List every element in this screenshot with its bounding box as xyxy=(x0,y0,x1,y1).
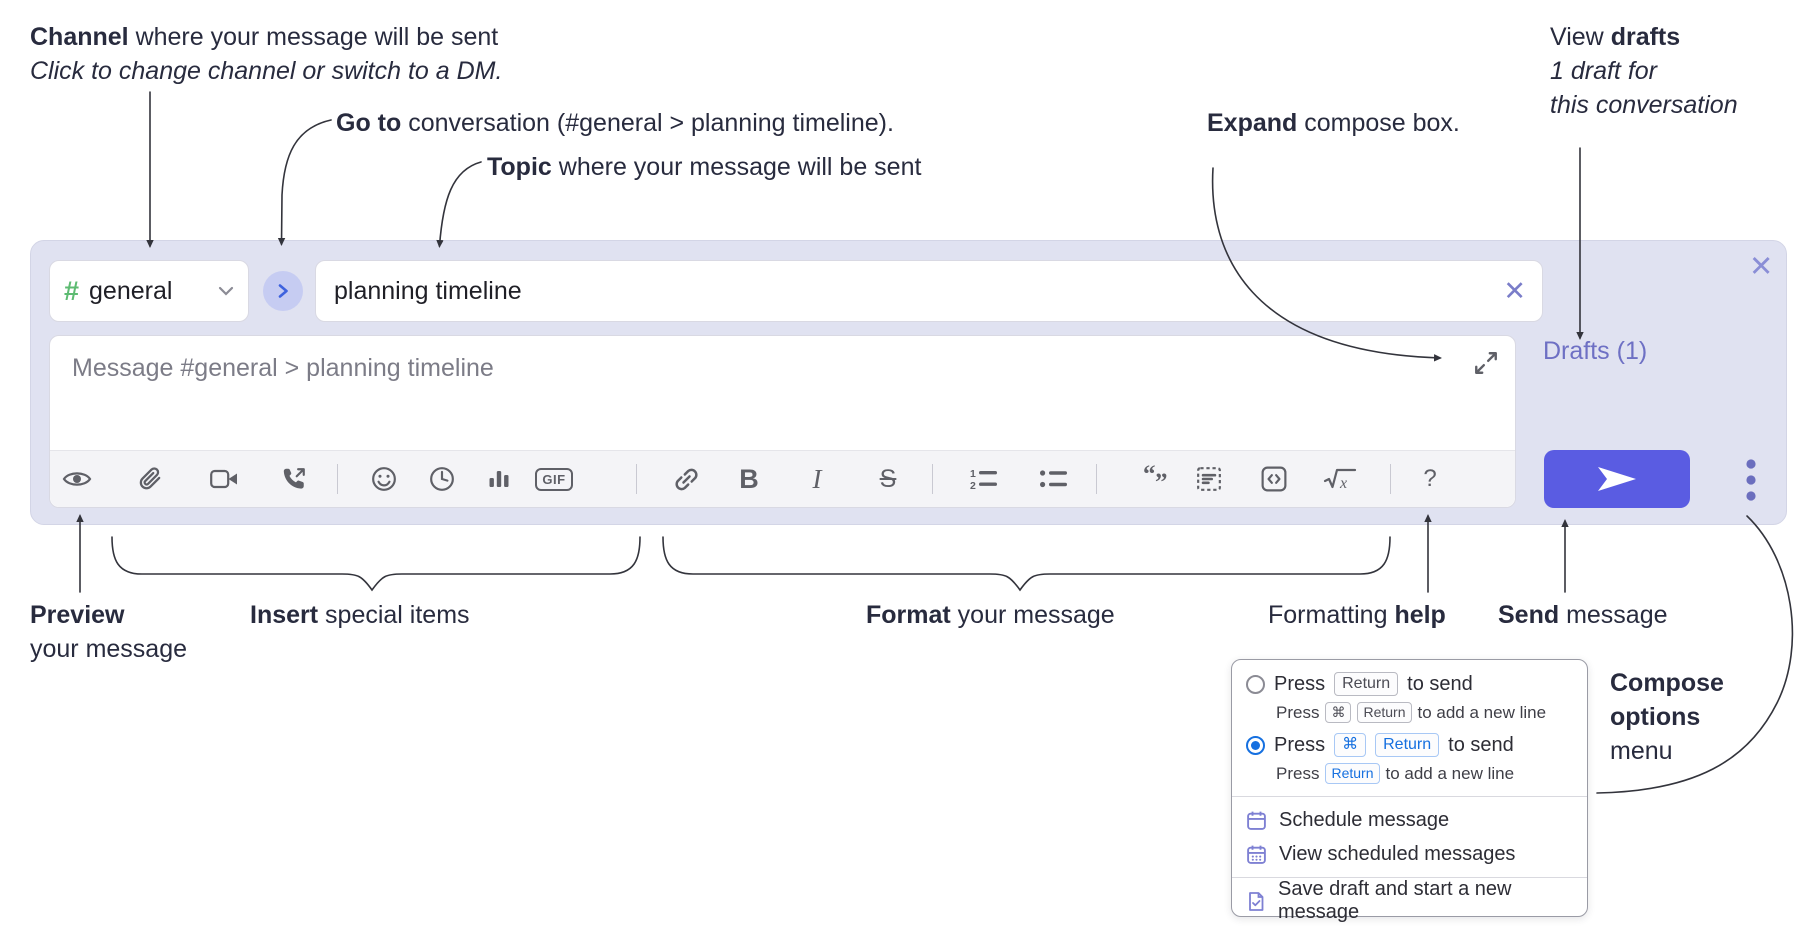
expand-annotation: Expand compose box. xyxy=(1207,109,1460,137)
menu-item-view-scheduled-messages[interactable]: View scheduled messages xyxy=(1232,837,1587,871)
topic-annotation: Topic where your message will be sent xyxy=(487,153,922,181)
channel-hash-icon: # xyxy=(64,275,80,306)
channel-selector[interactable]: # general xyxy=(49,260,249,322)
link-icon[interactable] xyxy=(664,459,708,499)
message-panel: GIF B I S 12 “” x ? xyxy=(49,335,1516,508)
emoji-icon[interactable] xyxy=(362,459,406,499)
menu-divider xyxy=(1232,796,1587,797)
menu-option-return-sub: Press ⌘ Return to add a new line xyxy=(1276,702,1547,723)
menu-item-save-draft[interactable]: Save draft and start a new message xyxy=(1232,878,1587,923)
compose-options-annotation: Compose options menu xyxy=(1610,669,1724,765)
svg-text:”: ” xyxy=(1155,469,1168,496)
compose-options-menu: Press Return to send Press ⌘ Return to a… xyxy=(1231,659,1588,923)
message-input[interactable] xyxy=(56,342,1468,466)
close-compose-icon[interactable]: ✕ xyxy=(1749,251,1774,283)
cmd-key: ⌘ xyxy=(1334,733,1367,757)
expand-compose-icon[interactable] xyxy=(1473,350,1499,381)
svg-text:2: 2 xyxy=(970,480,976,492)
return-key: Return xyxy=(1325,763,1380,784)
menu-option-cmd-return-to-send[interactable]: Press ⌘ Return to send xyxy=(1232,729,1587,761)
draft-document-icon xyxy=(1246,891,1266,912)
menu-option-return-to-send[interactable]: Press Return to send xyxy=(1232,668,1587,700)
send-button[interactable] xyxy=(1544,450,1690,508)
radio-unselected[interactable] xyxy=(1246,674,1265,694)
audio-call-icon[interactable] xyxy=(272,459,316,499)
radio-selected[interactable] xyxy=(1246,735,1265,755)
video-icon[interactable] xyxy=(202,459,246,499)
cmd-key: ⌘ xyxy=(1325,702,1352,723)
svg-text:1: 1 xyxy=(970,468,976,480)
calendar-grid-icon xyxy=(1246,844,1267,865)
blockquote-icon[interactable]: “” xyxy=(1135,459,1179,499)
menu-option-cmd-return-sub: Press Return to add a new line xyxy=(1276,763,1515,784)
strikethrough-icon[interactable]: S xyxy=(866,459,910,499)
help-icon[interactable]: ? xyxy=(1408,459,1452,499)
preview-annotation: Preview your message xyxy=(30,601,188,663)
connector-goto xyxy=(277,119,332,246)
toolbar-divider xyxy=(337,464,338,494)
attach-paperclip-icon[interactable] xyxy=(128,459,172,499)
view-drafts-annotation: View drafts 1 draft for this conversatio… xyxy=(1550,23,1738,119)
go-to-conversation-button[interactable] xyxy=(263,271,303,311)
recent-clock-icon[interactable] xyxy=(420,459,464,499)
send-annotation: Send message xyxy=(1498,601,1668,629)
goto-annotation: Go to conversation (#general > planning … xyxy=(336,109,894,137)
return-key: Return xyxy=(1375,733,1440,757)
chevron-right-icon xyxy=(278,284,288,298)
calendar-icon xyxy=(1246,810,1267,831)
channel-name: general xyxy=(89,276,173,305)
preview-icon[interactable] xyxy=(55,459,99,499)
toolbar-divider xyxy=(636,464,637,494)
compose-options-button[interactable] xyxy=(1731,457,1771,503)
topic-input[interactable] xyxy=(316,276,1488,306)
brace-format xyxy=(662,536,1391,592)
topic-field: ✕ xyxy=(315,260,1543,322)
toolbar-divider xyxy=(932,464,933,494)
gif-icon[interactable]: GIF xyxy=(532,459,576,499)
insert-annotation: Insert special items xyxy=(250,601,470,629)
brace-insert xyxy=(111,536,641,592)
inline-code-icon[interactable] xyxy=(1252,459,1296,499)
return-key: Return xyxy=(1334,672,1399,696)
toolbar-divider xyxy=(1390,464,1391,494)
format-annotation: Format your message xyxy=(866,601,1115,629)
bold-icon[interactable]: B xyxy=(727,459,771,499)
menu-divider xyxy=(1232,877,1587,878)
connector-topic xyxy=(436,161,482,248)
send-icon xyxy=(1598,467,1636,491)
channel-annotation: Channel where your message will be sent … xyxy=(30,23,503,85)
svg-text:x: x xyxy=(1339,475,1347,492)
code-block-icon[interactable] xyxy=(1187,459,1231,499)
poll-chart-icon[interactable] xyxy=(477,459,521,499)
kebab-menu-icon xyxy=(1746,459,1756,501)
svg-text:“: “ xyxy=(1143,461,1156,488)
compose-box: # general ✕ ✕ Drafts (1) xyxy=(30,240,1787,525)
formatting-help-annotation: Formatting help xyxy=(1268,601,1446,629)
toolbar-divider xyxy=(1096,464,1097,494)
formula-icon[interactable]: x xyxy=(1318,459,1362,499)
bulleted-list-icon[interactable] xyxy=(1032,459,1076,499)
return-key: Return xyxy=(1357,702,1412,723)
clear-topic-icon[interactable]: ✕ xyxy=(1503,275,1526,306)
menu-item-schedule-message[interactable]: Schedule message xyxy=(1232,803,1587,837)
italic-icon[interactable]: I xyxy=(795,459,839,499)
drafts-link[interactable]: Drafts (1) xyxy=(1543,337,1648,365)
chevron-down-icon xyxy=(218,286,234,296)
